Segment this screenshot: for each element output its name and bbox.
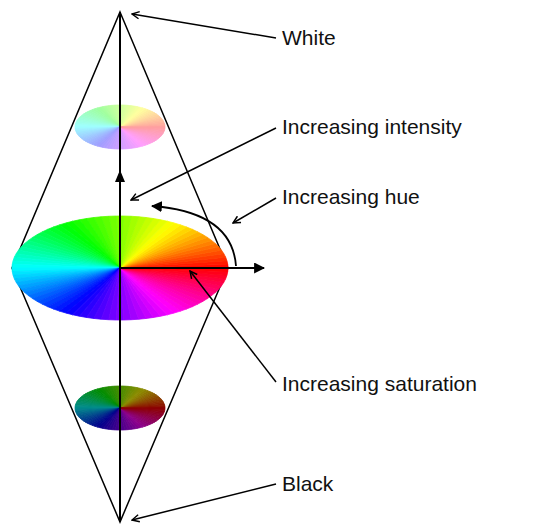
- hue-wedge: [76, 121, 120, 127]
- hue-wedge: [120, 268, 228, 275]
- hue-wedge: [75, 124, 120, 127]
- hue-wedge: [120, 217, 146, 268]
- hue-arc: [152, 206, 236, 266]
- callout-label: Increasing intensity: [282, 115, 462, 138]
- callout-label: Increasing hue: [282, 185, 420, 208]
- hue-wedge: [75, 405, 120, 408]
- leader-line: [132, 14, 276, 38]
- intensity-axis: [119, 12, 121, 268]
- leader-line: [132, 484, 276, 520]
- intensity-arrowhead: [115, 170, 125, 182]
- leader-line: [233, 198, 276, 223]
- hue-wedge: [120, 408, 165, 413]
- hue-wedge: [120, 127, 165, 132]
- hue-wedge: [75, 403, 120, 408]
- hue-wedge: [120, 408, 165, 410]
- hue-wedge: [120, 127, 165, 129]
- hue-wedge: [120, 408, 165, 411]
- hue-wedge: [120, 387, 134, 408]
- saturation-axis: [120, 267, 264, 269]
- hue-wedge: [120, 106, 134, 127]
- hue-wedge: [120, 408, 164, 414]
- hue-wedge: [12, 264, 120, 268]
- hue-wedge: [106, 408, 120, 429]
- hue-wedge: [120, 127, 165, 130]
- callout-label: Increasing saturation: [282, 372, 477, 395]
- callout-label: White: [282, 26, 336, 49]
- hue-wedge: [106, 127, 120, 148]
- hue-wedge: [120, 127, 164, 133]
- hue-wedge: [76, 402, 120, 408]
- leader-line: [131, 128, 276, 200]
- hue-wedge: [12, 261, 120, 268]
- hue-wedge: [94, 268, 120, 319]
- callout-label: Black: [282, 472, 333, 495]
- intensity-axis: [119, 268, 121, 522]
- hue-wedge: [75, 122, 120, 127]
- leader-line: [190, 271, 276, 382]
